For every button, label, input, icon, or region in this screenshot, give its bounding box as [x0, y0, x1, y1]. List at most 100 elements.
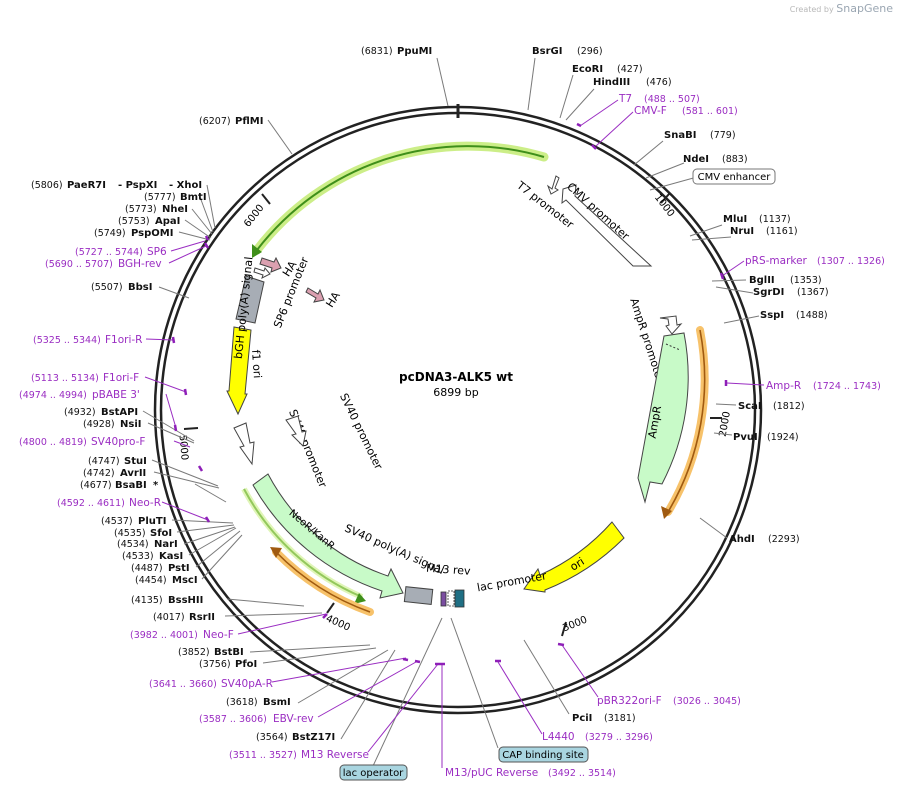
line-bsmi — [297, 649, 389, 704]
enzyme-stui: StuI — [124, 456, 147, 467]
ampr-promoter-arrow — [659, 315, 683, 335]
enzyme-mlui: MluI — [723, 214, 747, 225]
line-sfoi — [176, 524, 235, 533]
enzyme-rsrii-pos: (4017) — [153, 612, 185, 623]
primer-sp6: SP6 — [147, 246, 167, 258]
pbar-f1orir — [171, 336, 176, 344]
line-pvui — [713, 432, 733, 436]
enzyme-msci: MscI — [172, 575, 198, 586]
enzyme-pspomi: PspOMI — [131, 228, 173, 239]
enzyme-bstbi-pos: (3852) — [178, 647, 210, 658]
enzyme-kasi: KasI — [159, 551, 183, 562]
primer-cmvf-range: (581 .. 601) — [682, 106, 738, 117]
enzyme-bsmi: BsmI — [263, 697, 291, 708]
primer-m13rev: M13 Reverse — [301, 749, 369, 761]
snapgene-branding: Created by SnapGene — [790, 2, 893, 15]
enzyme-nhei: NheI — [162, 204, 188, 215]
enzyme-psti: PstI — [168, 563, 190, 574]
primer-l4440: L4440 — [542, 731, 575, 743]
pbar-sv40pa — [402, 657, 409, 662]
enzyme-bmti: BmtI — [180, 192, 207, 203]
pbar-neor — [204, 516, 211, 523]
line-bsshii — [226, 598, 305, 607]
pline-neof — [237, 613, 327, 635]
enzyme-nari: NarI — [154, 539, 178, 550]
pline-f1orir — [145, 338, 174, 341]
enzyme-ecori-pos: (427) — [617, 64, 643, 75]
lac-operator-box — [339, 764, 408, 781]
ori-arrow — [523, 521, 625, 593]
line-rsrii — [224, 612, 323, 617]
primer-bghrev-range: (5690 .. 5707) — [45, 259, 113, 270]
neor-arrow — [252, 473, 404, 599]
line-scai — [715, 403, 737, 406]
enzyme-bmti-pos: (5777) — [144, 192, 176, 203]
enzyme-bsmi-pos: (3618) — [226, 697, 258, 708]
primer-connectors — [144, 99, 765, 768]
line-mlui — [689, 224, 723, 237]
enzyme-hindiii-pos: (476) — [646, 77, 672, 88]
line-ahdi — [699, 517, 728, 539]
created-by-text: Created by — [789, 5, 834, 14]
m13-rev-label: M13 rev — [426, 562, 472, 578]
sv40-polya-box — [403, 586, 434, 605]
enzyme-scai: ScaI — [738, 401, 762, 412]
cmv-enhancer-box — [692, 168, 776, 185]
cmv-enhancer-label: CMV enhancer — [698, 172, 772, 183]
plasmid-name: pcDNA3-ALK5 wt — [399, 370, 513, 384]
enzyme-xhoi: - XhoI — [169, 180, 202, 191]
enzyme-ppumi-pos: (6831) — [361, 46, 393, 57]
sv40-promoter-2-label: SV40 promoter — [337, 391, 385, 472]
enzyme-bbsi-pos: (5507) — [91, 282, 123, 293]
enzyme-pfoi: PfoI — [235, 659, 257, 670]
enzyme-ppumi: PpuMI — [397, 46, 432, 57]
enzyme-nsii: NsiI — [120, 419, 141, 430]
line-nhei — [191, 208, 213, 235]
pbar-prs — [719, 272, 725, 280]
enzyme-snabi-pos: (779) — [710, 130, 736, 141]
primer-ebv: EBV-rev — [273, 713, 314, 725]
enzyme-msci-pos: (4454) — [135, 575, 167, 586]
enzyme-pvui-pos: (1924) — [767, 432, 799, 443]
primer-f1orif: F1ori-F — [103, 372, 139, 384]
plasmid-length: 6899 bp — [433, 386, 478, 399]
line-hindiii — [565, 88, 595, 121]
enzyme-pfoi-pos: (3756) — [199, 659, 231, 670]
enzyme-paer7i-pos: (5806) — [31, 180, 63, 191]
pline-t7 — [579, 99, 619, 127]
pline-pbr — [561, 644, 599, 698]
enzyme-sgrdi-pos: (1367) — [797, 287, 829, 298]
line-ppumi — [436, 57, 449, 107]
snapgene-logo: SnapGene — [836, 2, 893, 15]
enzyme-ndei-pos: (883) — [722, 154, 748, 165]
enzyme-sspi-pos: (1488) — [796, 310, 828, 321]
line-avrii — [153, 471, 220, 489]
lac-operator-label: lac operator — [343, 768, 404, 779]
pline-sp6 — [170, 240, 206, 252]
primer-sp6-range: (5727 .. 5744) — [75, 247, 143, 258]
lac-promoter-box — [454, 589, 465, 608]
enzyme-mlui-pos: (1137) — [759, 214, 791, 225]
pline-neor — [161, 501, 209, 521]
line-ndei — [645, 162, 685, 179]
primer-neof: Neo-F — [203, 629, 234, 641]
enzyme-pluti-pos: (4537) — [101, 516, 133, 527]
enzyme-pvui: PvuI — [733, 432, 758, 443]
pline-ebv — [317, 661, 417, 718]
enzyme-pspomi-pos: (5749) — [94, 228, 126, 239]
primer-t7: T7 — [618, 93, 632, 105]
enzyme-pcii-pos: (3181) — [604, 713, 636, 724]
pline-pbabe — [165, 393, 177, 429]
enzyme-nhei-pos: (5773) — [125, 204, 157, 215]
ha-orf-glow — [252, 141, 549, 255]
primer-bghrev: BGH-rev — [118, 258, 162, 270]
primer-ampr-range: (1724 .. 1743) — [813, 381, 881, 392]
primer-prs: pRS-marker — [745, 255, 808, 267]
enzyme-bsrgi: BsrGI — [532, 46, 562, 57]
tick-5000 — [183, 427, 199, 430]
sv40-promoter-1-arrow — [233, 422, 255, 466]
backbone — [153, 104, 763, 715]
enzyme-pspxi: - PspXI — [118, 180, 157, 191]
enzyme-bglii: BglII — [749, 275, 775, 286]
line-nari — [183, 526, 236, 545]
